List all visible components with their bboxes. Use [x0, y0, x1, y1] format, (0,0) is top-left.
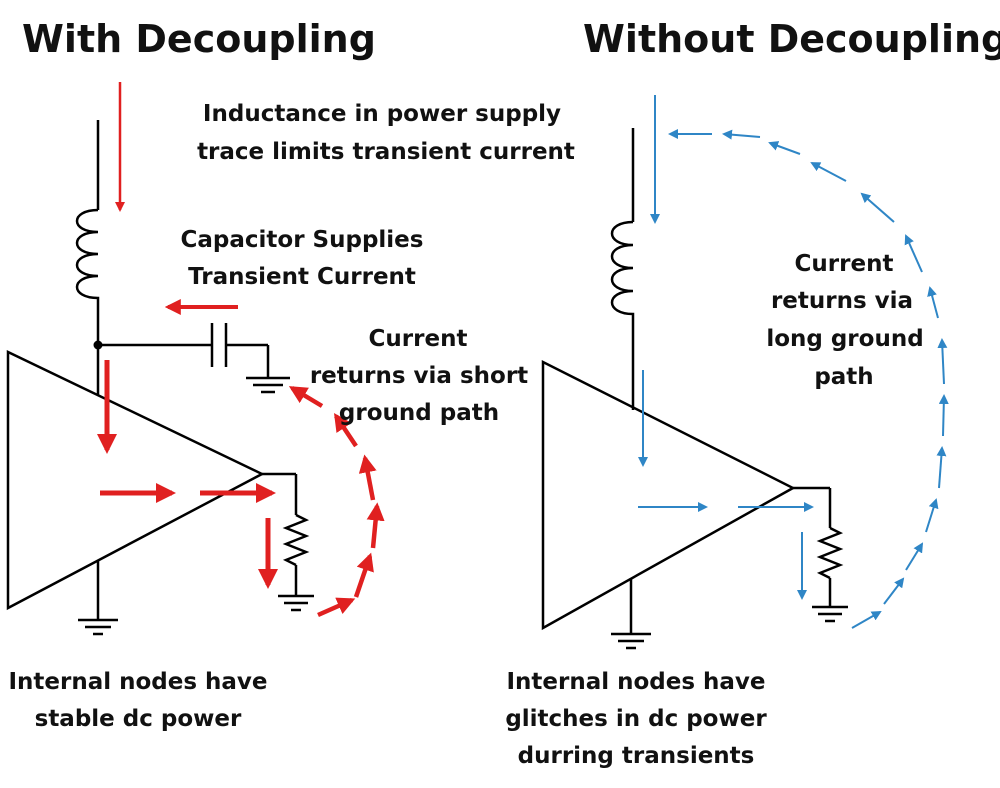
long-return-arrow — [851, 611, 882, 629]
left-inductor — [76, 208, 100, 310]
long-return-arrow — [904, 234, 923, 273]
long-return-arrow — [938, 394, 949, 437]
long-return-path — [668, 129, 949, 629]
long-return-arrow — [860, 192, 895, 223]
long-return-arrow — [883, 577, 905, 605]
right-load-ground-symbol — [812, 605, 848, 623]
short-return-arrow — [358, 454, 377, 501]
right-circuit — [541, 128, 848, 650]
inductance-label-line-2: trace limits transient current — [197, 139, 575, 165]
left-amplifier-ground-symbol — [78, 618, 118, 636]
long-return-label-line-2: returns via — [771, 288, 913, 314]
long-return-arrow — [937, 338, 948, 385]
short-return-label-line-1: Current — [369, 326, 468, 352]
annotations: Inductance in power supply trace limits … — [8, 101, 923, 769]
glitch-label-line-2: glitches in dc power — [505, 706, 767, 732]
title-without-decoupling: Without Decoupling — [583, 17, 1000, 61]
title-with-decoupling: With Decoupling — [22, 17, 376, 61]
glitch-label-line-1: Internal nodes have — [506, 669, 765, 695]
capacitor-label-line-2: Transient Current — [188, 264, 416, 290]
right-inductor — [611, 220, 635, 325]
short-return-arrow — [288, 386, 324, 408]
short-return-label-line-3: ground path — [339, 400, 499, 426]
inductance-label-line-1: Inductance in power supply — [203, 101, 561, 127]
glitch-label-line-3: durring transients — [518, 743, 755, 769]
right-amplifier-ground-symbol — [611, 632, 651, 650]
long-return-label-line-4: path — [814, 364, 873, 390]
long-return-label-line-1: Current — [795, 251, 894, 277]
right-current-arrows — [638, 95, 949, 629]
right-load-resistor — [816, 526, 844, 580]
capacitor-label-line-1: Capacitor Supplies — [181, 227, 424, 253]
long-return-arrow — [905, 542, 924, 571]
short-return-arrow — [366, 502, 385, 549]
stable-power-label-line-2: stable dc power — [35, 706, 242, 732]
left-circuit — [6, 120, 314, 636]
short-return-arrow — [334, 413, 358, 448]
left-current-arrows — [97, 82, 385, 618]
left-load-resistor — [282, 513, 310, 567]
left-load-ground-symbol — [278, 594, 314, 612]
long-return-arrow — [768, 141, 801, 155]
long-return-arrow — [722, 129, 761, 140]
long-return-label-line-3: long ground — [766, 326, 923, 352]
stable-power-label-line-1: Internal nodes have — [8, 669, 267, 695]
long-return-arrow — [925, 498, 939, 533]
short-return-arrow — [317, 597, 356, 618]
short-return-arrow — [353, 552, 374, 598]
right-amplifier-triangle — [541, 359, 796, 631]
long-return-arrow — [936, 446, 947, 489]
short-return-label-line-2: returns via short — [310, 363, 528, 389]
left-amplifier-triangle — [6, 350, 265, 611]
long-return-arrow — [810, 162, 847, 182]
long-return-arrow — [927, 286, 939, 319]
left-capacitor-ground-symbol — [246, 376, 290, 394]
